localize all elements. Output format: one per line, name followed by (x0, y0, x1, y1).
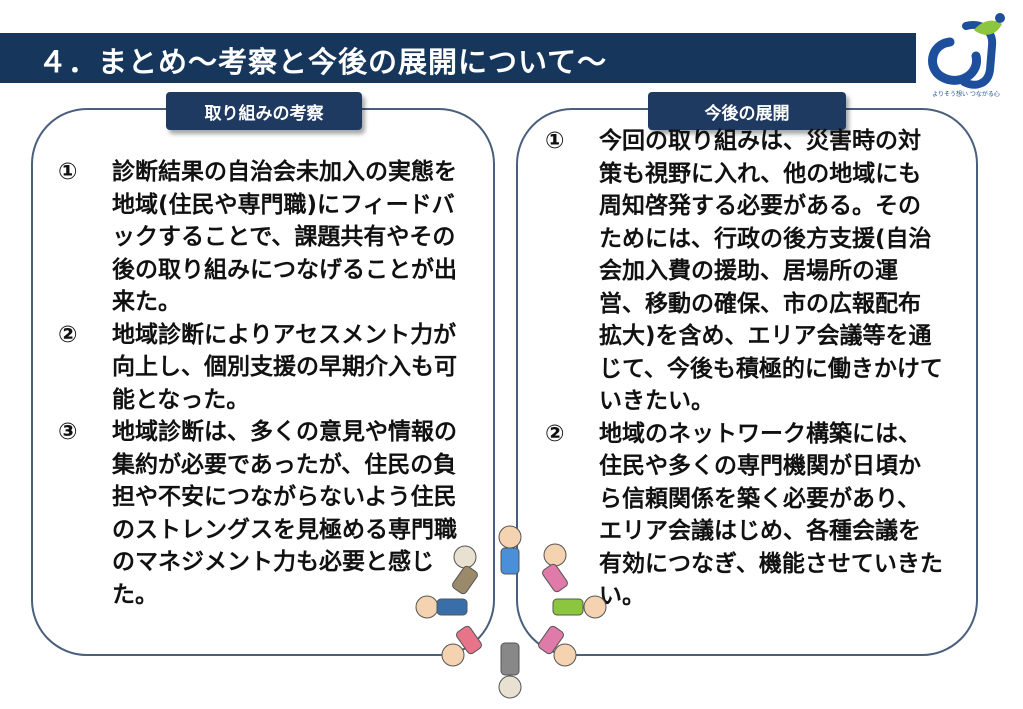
right-list: ① 今回の取り組みは、災害時の対策も視野に入れ、他の地域にも周知啓発する必要があ… (545, 125, 943, 613)
item-text: 今回の取り組みは、災害時の対策も視野に入れ、他の地域にも周知啓発する必要がある。… (599, 128, 943, 414)
left-list: ① 診断結果の自治会未加入の実態を地域(住民や専門職)にフィードバックすることで… (58, 156, 460, 611)
item-number: ③ (58, 419, 78, 445)
left-panel-tab: 取り組みの考察 (166, 92, 362, 130)
left-panel (31, 108, 495, 656)
item-number: ① (58, 159, 78, 185)
item-number: ② (58, 321, 78, 348)
item-number: ① (545, 128, 565, 154)
oj-logo-icon: よりそう想い つながる心 (920, 8, 1012, 100)
list-item: ③ 地域診断は、多くの意見や情報の集約が必要であったが、住民の負担や不安につなが… (58, 416, 460, 611)
item-number: ② (545, 420, 565, 447)
people-circle-icon (405, 515, 615, 705)
list-item: ② 地域のネットワーク構築には、住民や多くの専門機関が日頃から信頼関係を築く必要… (545, 418, 943, 613)
page-title: ４．まとめ～考察と今後の展開について～ (38, 45, 608, 79)
title-bar: ４．まとめ～考察と今後の展開について～ (0, 33, 916, 83)
list-item: ① 診断結果の自治会未加入の実態を地域(住民や専門職)にフィードバックすることで… (58, 156, 460, 319)
item-text: 地域診断は、多くの意見や情報の集約が必要であったが、住民の負担や不安につながらな… (112, 419, 457, 608)
list-item: ② 地域診断によりアセスメント力が向上し、個別支援の早期介入も可能となった。 (58, 319, 460, 417)
item-text: 診断結果の自治会未加入の実態を地域(住民や専門職)にフィードバックすることで、課… (112, 159, 457, 315)
right-panel (516, 108, 978, 656)
list-item: ① 今回の取り組みは、災害時の対策も視野に入れ、他の地域にも周知啓発する必要があ… (545, 125, 943, 418)
right-panel-tab: 今後の展開 (648, 92, 846, 130)
item-text: 地域診断によりアセスメント力が向上し、個別支援の早期介入も可能となった。 (112, 321, 457, 413)
item-text: 地域のネットワーク構築には、住民や多くの専門機関が日頃から信頼関係を築く必要があ… (599, 420, 943, 610)
logo-tagline: よりそう想い つながる心 (932, 90, 1000, 98)
